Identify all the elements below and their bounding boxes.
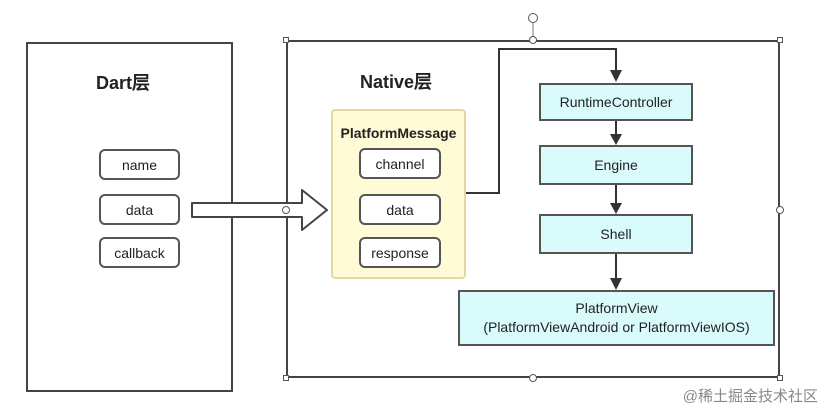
selection-handle-bottom-mid[interactable] [529,374,537,382]
platform-view-box: PlatformView (PlatformViewAndroid or Pla… [458,290,775,346]
selection-handle-left-mid[interactable] [282,206,290,214]
selection-handle-top-right[interactable] [777,37,783,43]
selection-handle-right-mid[interactable] [776,206,784,214]
watermark-text: @稀土掘金技术社区 [682,388,818,405]
arrowhead-shell [610,203,622,214]
selection-handle-top-left[interactable] [283,37,289,43]
dart-layer-title: Dart层 [96,73,151,93]
runtime-controller-box: RuntimeController [539,83,693,121]
rotation-handle[interactable] [528,13,538,23]
dart-item-callback: callback [99,237,180,268]
platform-message-title: PlatformMessage [340,125,457,141]
arrowhead-platformview [610,278,622,290]
shell-box: Shell [539,214,693,254]
platform-view-title: PlatformView [575,300,658,316]
engine-box: Engine [539,145,693,185]
message-to-runtime-connector [466,48,617,194]
dart-item-data: data [99,194,180,225]
selection-handle-bottom-right[interactable] [777,375,783,381]
platform-view-subtitle: (PlatformViewAndroid or PlatformViewIOS) [483,319,750,335]
platform-message-response: response [359,237,441,268]
arrowhead-engine [610,134,622,145]
dart-item-name: name [99,149,180,180]
platform-message-data: data [359,194,441,225]
platform-message-channel: channel [359,148,441,179]
arrowhead-runtime [610,70,622,82]
native-layer-title: Native层 [360,72,433,92]
selection-handle-bottom-left[interactable] [283,375,289,381]
dart-to-native-arrow [191,189,328,231]
selection-handle-top-mid[interactable] [529,36,537,44]
